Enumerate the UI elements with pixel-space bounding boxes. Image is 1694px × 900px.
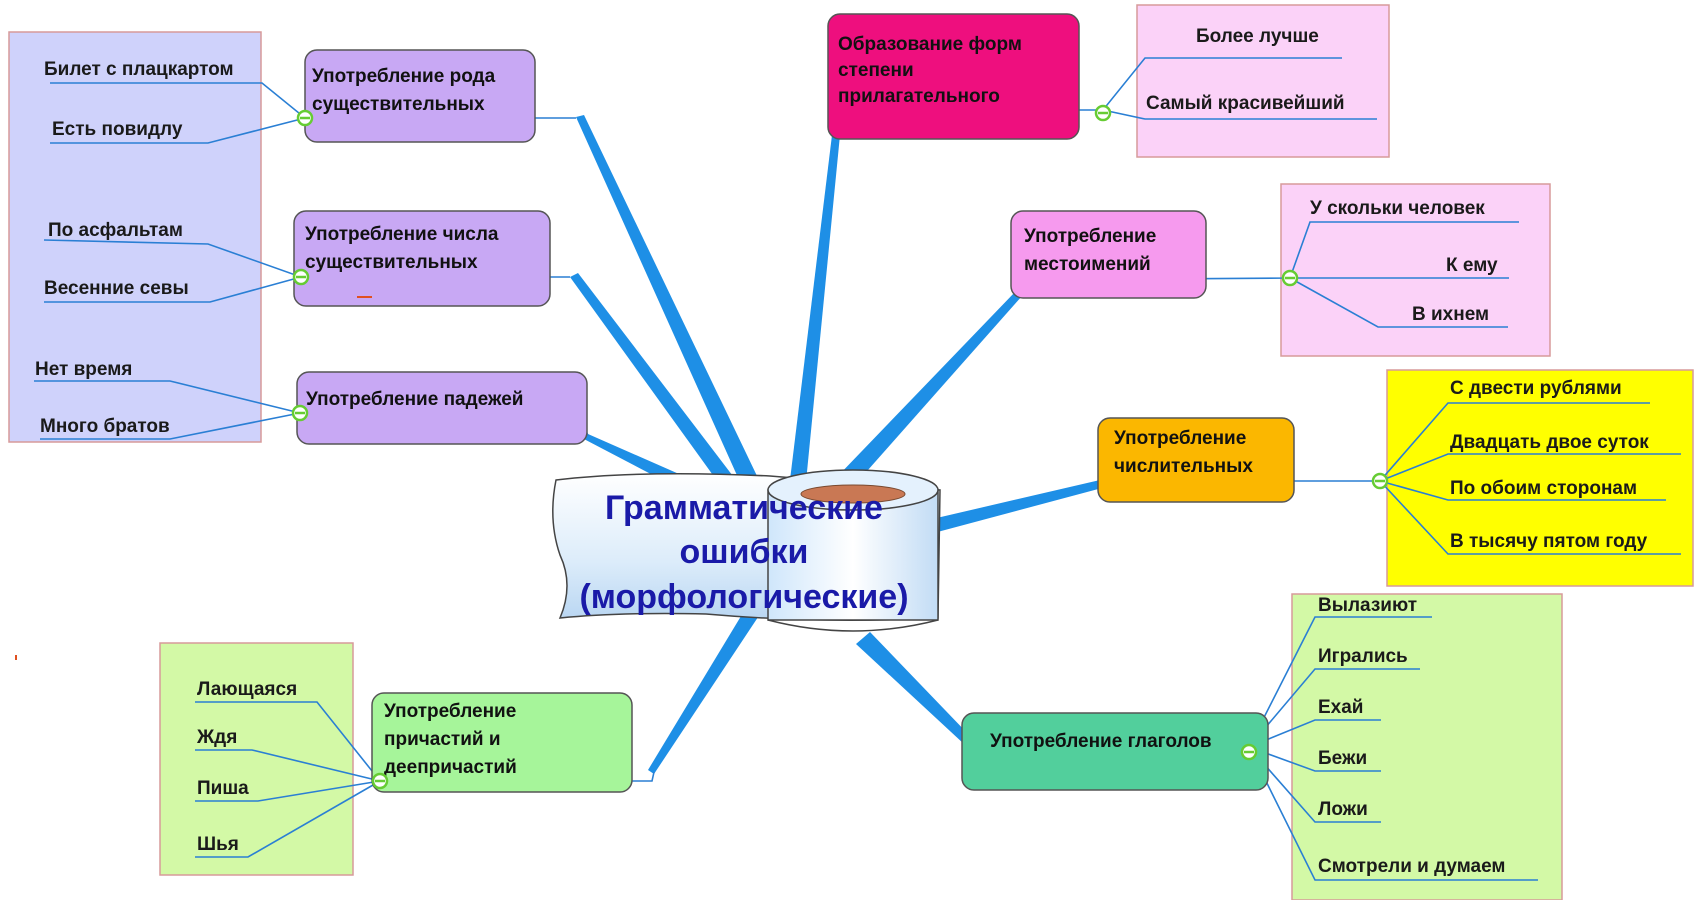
scroll-roll-bottom: [767, 619, 939, 632]
topic-box-chislit[interactable]: [1097, 417, 1295, 503]
leaf-labels: Билет с плацкартом Есть повидлу По асфал…: [35, 26, 1649, 877]
leaf-label: Бежи: [1318, 748, 1367, 769]
leaf-label: Нет время: [35, 359, 132, 380]
group-panel-prilag: [1136, 4, 1390, 158]
leaf-label: По асфальтам: [48, 220, 183, 241]
leaf-label: Двадцать двое суток: [1450, 432, 1649, 453]
topic-prichast-line-2: причастий и: [384, 729, 501, 750]
topic-prilag-line-3: прилагательного: [838, 86, 1000, 107]
collapse-toggle-icon[interactable]: [291, 404, 309, 422]
topic-box-chislo[interactable]: [293, 210, 551, 307]
topic-labels: Употребление рода существительных Употре…: [305, 34, 1253, 778]
topic-prichast-line-3: деепричастий: [384, 757, 517, 778]
topic-chislit-line-2: числительных: [1114, 456, 1253, 477]
topic-glagol-line-1: Употребление глаголов: [990, 731, 1212, 752]
topic-mestoim-line-1: Употребление: [1024, 226, 1156, 247]
topic-chislo-line-2: существительных: [305, 252, 478, 273]
trunk-prichast: [648, 588, 772, 774]
collapse-toggle-icon[interactable]: [296, 109, 314, 127]
leaf-label: Билет с плацкартом: [44, 59, 234, 80]
leaf-label: Ждя: [196, 727, 237, 748]
leaf-label: Ложи: [1318, 799, 1368, 820]
topic-chislit-line-1: Употребление: [1114, 428, 1246, 449]
trunks: [570, 115, 1102, 774]
leaf-label: По обоим сторонам: [1450, 478, 1637, 499]
topic-boxes: [293, 13, 1295, 793]
leaf-label: К ему: [1446, 255, 1498, 276]
leaf-label: Пиша: [197, 778, 249, 799]
center-title-line-1: Грамматические: [605, 489, 883, 527]
leaf-label: Игрались: [1318, 646, 1408, 667]
leaf-groups: [8, 4, 1694, 900]
topic-mestoim-line-2: местоимений: [1024, 254, 1151, 275]
topic-chislo-line-1: Употребление числа: [305, 224, 499, 245]
leaf-label: Весенние севы: [44, 278, 189, 299]
collapse-toggle-icon[interactable]: [1371, 472, 1389, 490]
collapse-toggle-icon[interactable]: [1240, 743, 1258, 761]
leaf-label: Есть повидлу: [52, 119, 183, 140]
trunk-rod: [576, 115, 758, 482]
topic-prichast-line-1: Употребление: [384, 701, 516, 722]
leaf-label: Лающаяся: [197, 679, 297, 700]
leaf-label: Самый красивейший: [1146, 93, 1345, 114]
topic-rod-line-2: существительных: [312, 94, 485, 115]
leaf-label: Более лучше: [1196, 26, 1319, 47]
topic-box-rod[interactable]: [304, 49, 536, 143]
trunk-prilag: [790, 135, 840, 482]
collapse-toggle-icon[interactable]: [1281, 269, 1299, 287]
topic-padezh-line-1: Употребление падежей: [306, 389, 523, 410]
collapse-toggle-icon[interactable]: [371, 772, 389, 790]
group-panel-chislit: [1386, 369, 1694, 587]
topic-prilag-line-1: Образование форм: [838, 34, 1022, 55]
leaf-label: Смотрели и думаем: [1318, 856, 1505, 877]
group-panel-glagol: [1291, 593, 1563, 900]
collapse-toggle-icon[interactable]: [1094, 104, 1112, 122]
group-panel-prichast: [159, 642, 354, 876]
trunk-glagol: [856, 632, 970, 744]
center-title-line-2: ошибки: [680, 533, 809, 571]
leaf-label: С двести рублями: [1450, 378, 1622, 399]
leaf-label: Вылазиют: [1318, 595, 1417, 616]
group-panel-left: [8, 31, 262, 443]
trunk-mestoim: [836, 292, 1022, 488]
trunk-chislo: [570, 273, 742, 496]
trunk-chislit: [928, 480, 1102, 534]
leaf-label: Ехай: [1318, 697, 1364, 718]
topic-box-mestoim[interactable]: [1010, 210, 1207, 299]
topic-rod-line-1: Употребление рода: [312, 66, 496, 87]
center-topic[interactable]: Грамматические ошибки (морфологические): [552, 469, 941, 632]
topic-box-glagol[interactable]: [961, 712, 1269, 791]
topic-box-prilag[interactable]: [827, 13, 1080, 140]
leaf-label: Много братов: [40, 416, 170, 437]
branch-toggles: [291, 104, 1389, 790]
leaf-label: Шья: [197, 834, 239, 855]
scroll-roll-hole: [800, 484, 906, 504]
leaf-label: У скольки человек: [1310, 198, 1485, 219]
leaf-label: В тысячу пятом году: [1450, 531, 1648, 552]
topic-box-prichast[interactable]: [371, 692, 633, 793]
topic-prilag-line-2: степени: [838, 60, 914, 81]
scroll-roll: [767, 489, 939, 621]
collapse-toggle-icon[interactable]: [292, 268, 310, 286]
center-title-line-3: (морфологические): [579, 578, 908, 616]
leaf-label: В ихнем: [1412, 304, 1489, 325]
